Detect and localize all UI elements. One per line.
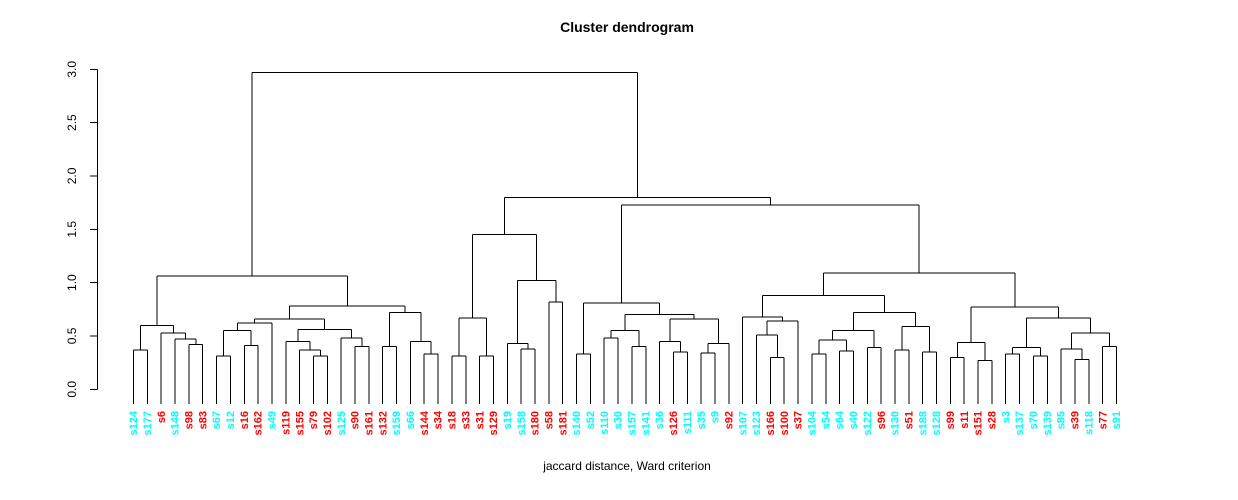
leaf-label: s98 [184,411,196,429]
leaf-label: s18 [447,411,459,429]
leaf-label: s100 [779,411,791,435]
leaf-label: s119 [280,411,292,435]
x-axis-caption: jaccard distance, Ward criterion [542,459,711,473]
leaf-label: s58 [543,411,555,429]
y-axis-tick-label: 0.5 [65,327,79,344]
leaf-label: s107 [737,411,749,435]
y-axis: 0.0 0.5 1.0 1.5 2.0 2.5 3.0 [65,61,98,398]
leaf-label: s99 [945,411,957,429]
leaf-label: s158 [516,411,528,435]
leaf-label: s35 [696,411,708,429]
leaf-label: s144 [419,410,431,435]
leaf-label: s9 [710,411,722,423]
leaf-label: s51 [903,411,915,429]
leaf-label: s77 [1097,411,1109,429]
leaf-label: s128 [931,411,943,435]
leaf-label: s166 [765,411,777,435]
leaf-label: s181 [557,411,569,435]
leaf-label: s49 [267,411,279,429]
leaf-label: s157 [627,411,639,435]
leaf-label: s141 [640,411,652,435]
leaf-label: s151 [973,411,985,435]
leaf-label: s148 [170,411,182,435]
leaf-label: s102 [322,411,334,435]
leaf-label: s83 [197,411,209,429]
leaf-label: s30 [613,411,625,429]
leaf-label: s130 [890,411,902,435]
leaf-label: s11 [959,411,971,429]
y-axis-tick-label: 1.0 [65,274,79,291]
leaf-label: s52 [585,411,597,429]
leaf-label: s104 [807,410,819,435]
y-axis-tick-label: 1.5 [65,221,79,238]
leaf-label: s16 [239,411,251,429]
leaf-label: s40 [848,411,860,429]
leaf-label: s139 [1042,411,1054,435]
leaf-label: s129 [488,411,500,435]
leaf-label: s125 [336,411,348,435]
leaf-label: s140 [571,411,583,435]
leaf-label: s31 [474,411,486,429]
leaf-label: s54 [820,410,832,429]
y-axis-tick-label: 2.5 [65,114,79,131]
dendrogram-branches [133,71,1117,404]
leaf-label: s111 [682,411,694,434]
leaf-label: s122 [862,411,874,435]
leaf-label: s19 [502,411,514,429]
leaf-label: s123 [751,411,763,435]
leaf-label: s162 [253,411,265,435]
y-axis-tick-label: 3.0 [65,61,79,78]
leaf-label: s6 [156,411,168,423]
y-axis-tick-label: 0.0 [65,381,79,398]
leaf-label: s91 [1111,411,1123,429]
leaf-label: s110 [599,411,611,435]
leaf-label: s90 [350,411,362,429]
leaf-label: s28 [987,411,999,429]
leaf-label: s124 [128,410,140,435]
leaf-label: s118 [1083,411,1095,435]
chart-title: Cluster dendrogram [560,19,694,35]
leaf-label: s126 [668,411,680,435]
leaf-label: s37 [793,411,805,429]
leaf-label: s12 [225,411,237,429]
leaf-label: s137 [1014,411,1026,435]
leaf-label: s34 [433,410,445,429]
leaf-label: s36 [654,411,666,429]
leaf-label: s64 [834,410,846,429]
y-axis-tick-label: 2.0 [65,167,79,184]
leaf-label: s161 [363,411,375,435]
leaf-label: s177 [142,411,154,435]
leaf-label: s96 [876,411,888,429]
leaf-label: s188 [917,411,929,435]
leaf-label: s33 [460,411,472,429]
leaf-label: s70 [1028,411,1040,429]
leaf-label: s159 [391,411,403,435]
leaf-label: s66 [405,411,417,429]
dendrogram-tree [133,71,1117,404]
leaf-label: s155 [294,411,306,435]
leaf-label: s67 [211,411,223,429]
leaf-label: s92 [723,411,735,429]
leaf-label: s39 [1070,411,1082,429]
leaf-label: s180 [530,411,542,435]
leaf-label: s3 [1000,411,1012,423]
leaf-label: s79 [308,411,320,429]
leaf-label: s132 [377,411,389,435]
leaf-label: s85 [1056,411,1068,429]
